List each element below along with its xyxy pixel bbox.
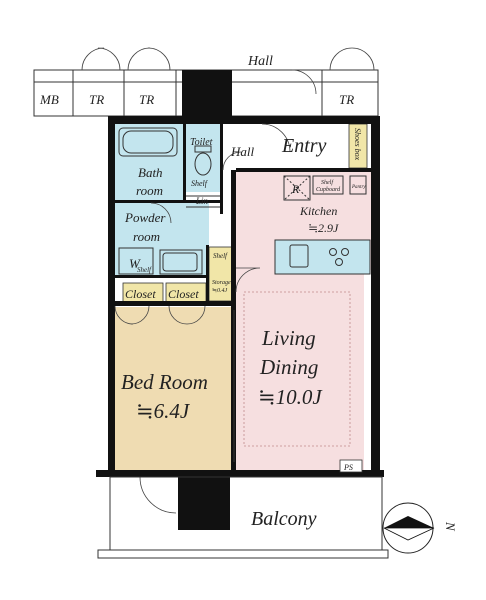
- living-size-label: ≒10.0J: [258, 385, 323, 409]
- bath-room-label-2: room: [136, 183, 163, 198]
- pantry-label: Pantry: [351, 185, 366, 190]
- closet-label-2: Closet: [168, 287, 199, 301]
- shelf-cupboard-label-2: Cupboard: [316, 187, 341, 193]
- storage-label: Storage: [212, 280, 231, 286]
- toilet-floor: [185, 124, 221, 192]
- mb-label: MB: [39, 92, 59, 107]
- bedroom-label: Bed Room: [121, 370, 208, 394]
- fridge-label: R: [291, 182, 300, 196]
- lin-label: Lin: [195, 196, 209, 206]
- bath-room-label-1: Bath: [138, 165, 163, 180]
- kitchen-counter: [274, 239, 371, 275]
- shelf-cupboard-label-1: Shelf: [321, 179, 334, 186]
- ps-label: PS: [343, 463, 353, 472]
- hall-inner-label: Hall: [230, 144, 255, 159]
- shoes-box-label: Shoes box: [353, 128, 362, 161]
- toilet-label: Toilet: [190, 137, 213, 148]
- shelf-bath-label: Shelf: [191, 179, 209, 188]
- kitchen-size-label: ≒2.9J: [308, 221, 339, 235]
- powder-room-label-1: Powder: [124, 210, 166, 225]
- ps: [339, 459, 363, 473]
- tr-label-3: TR: [339, 92, 354, 107]
- shelf-powder-label: Shelf: [137, 266, 152, 274]
- w-label: W: [129, 256, 141, 271]
- living-dining-floor: [236, 268, 364, 470]
- dining-label: Dining: [259, 355, 318, 379]
- compass-n-label: N: [443, 521, 458, 532]
- bathroom-floor: [115, 124, 185, 202]
- hall-top-label: Hall: [247, 54, 273, 69]
- tr-label-1: TR: [89, 92, 104, 107]
- powder-room-floor: [115, 202, 209, 276]
- kitchen-label: Kitchen: [299, 204, 337, 218]
- bedroom-floor: [115, 307, 231, 470]
- powder-room-label-2: room: [133, 229, 160, 244]
- shelf-storage-label: Shelf: [213, 252, 228, 260]
- balcony-label: Balcony: [251, 508, 317, 530]
- living-label: Living: [261, 326, 316, 350]
- bedroom-size-label: ≒6.4J: [136, 399, 191, 423]
- storage-size-label: ≒0.4J: [212, 287, 228, 294]
- closet-label-1: Closet: [125, 287, 156, 301]
- entry-label: Entry: [281, 135, 327, 157]
- tr-label-2: TR: [139, 92, 154, 107]
- compass-icon: [382, 502, 435, 554]
